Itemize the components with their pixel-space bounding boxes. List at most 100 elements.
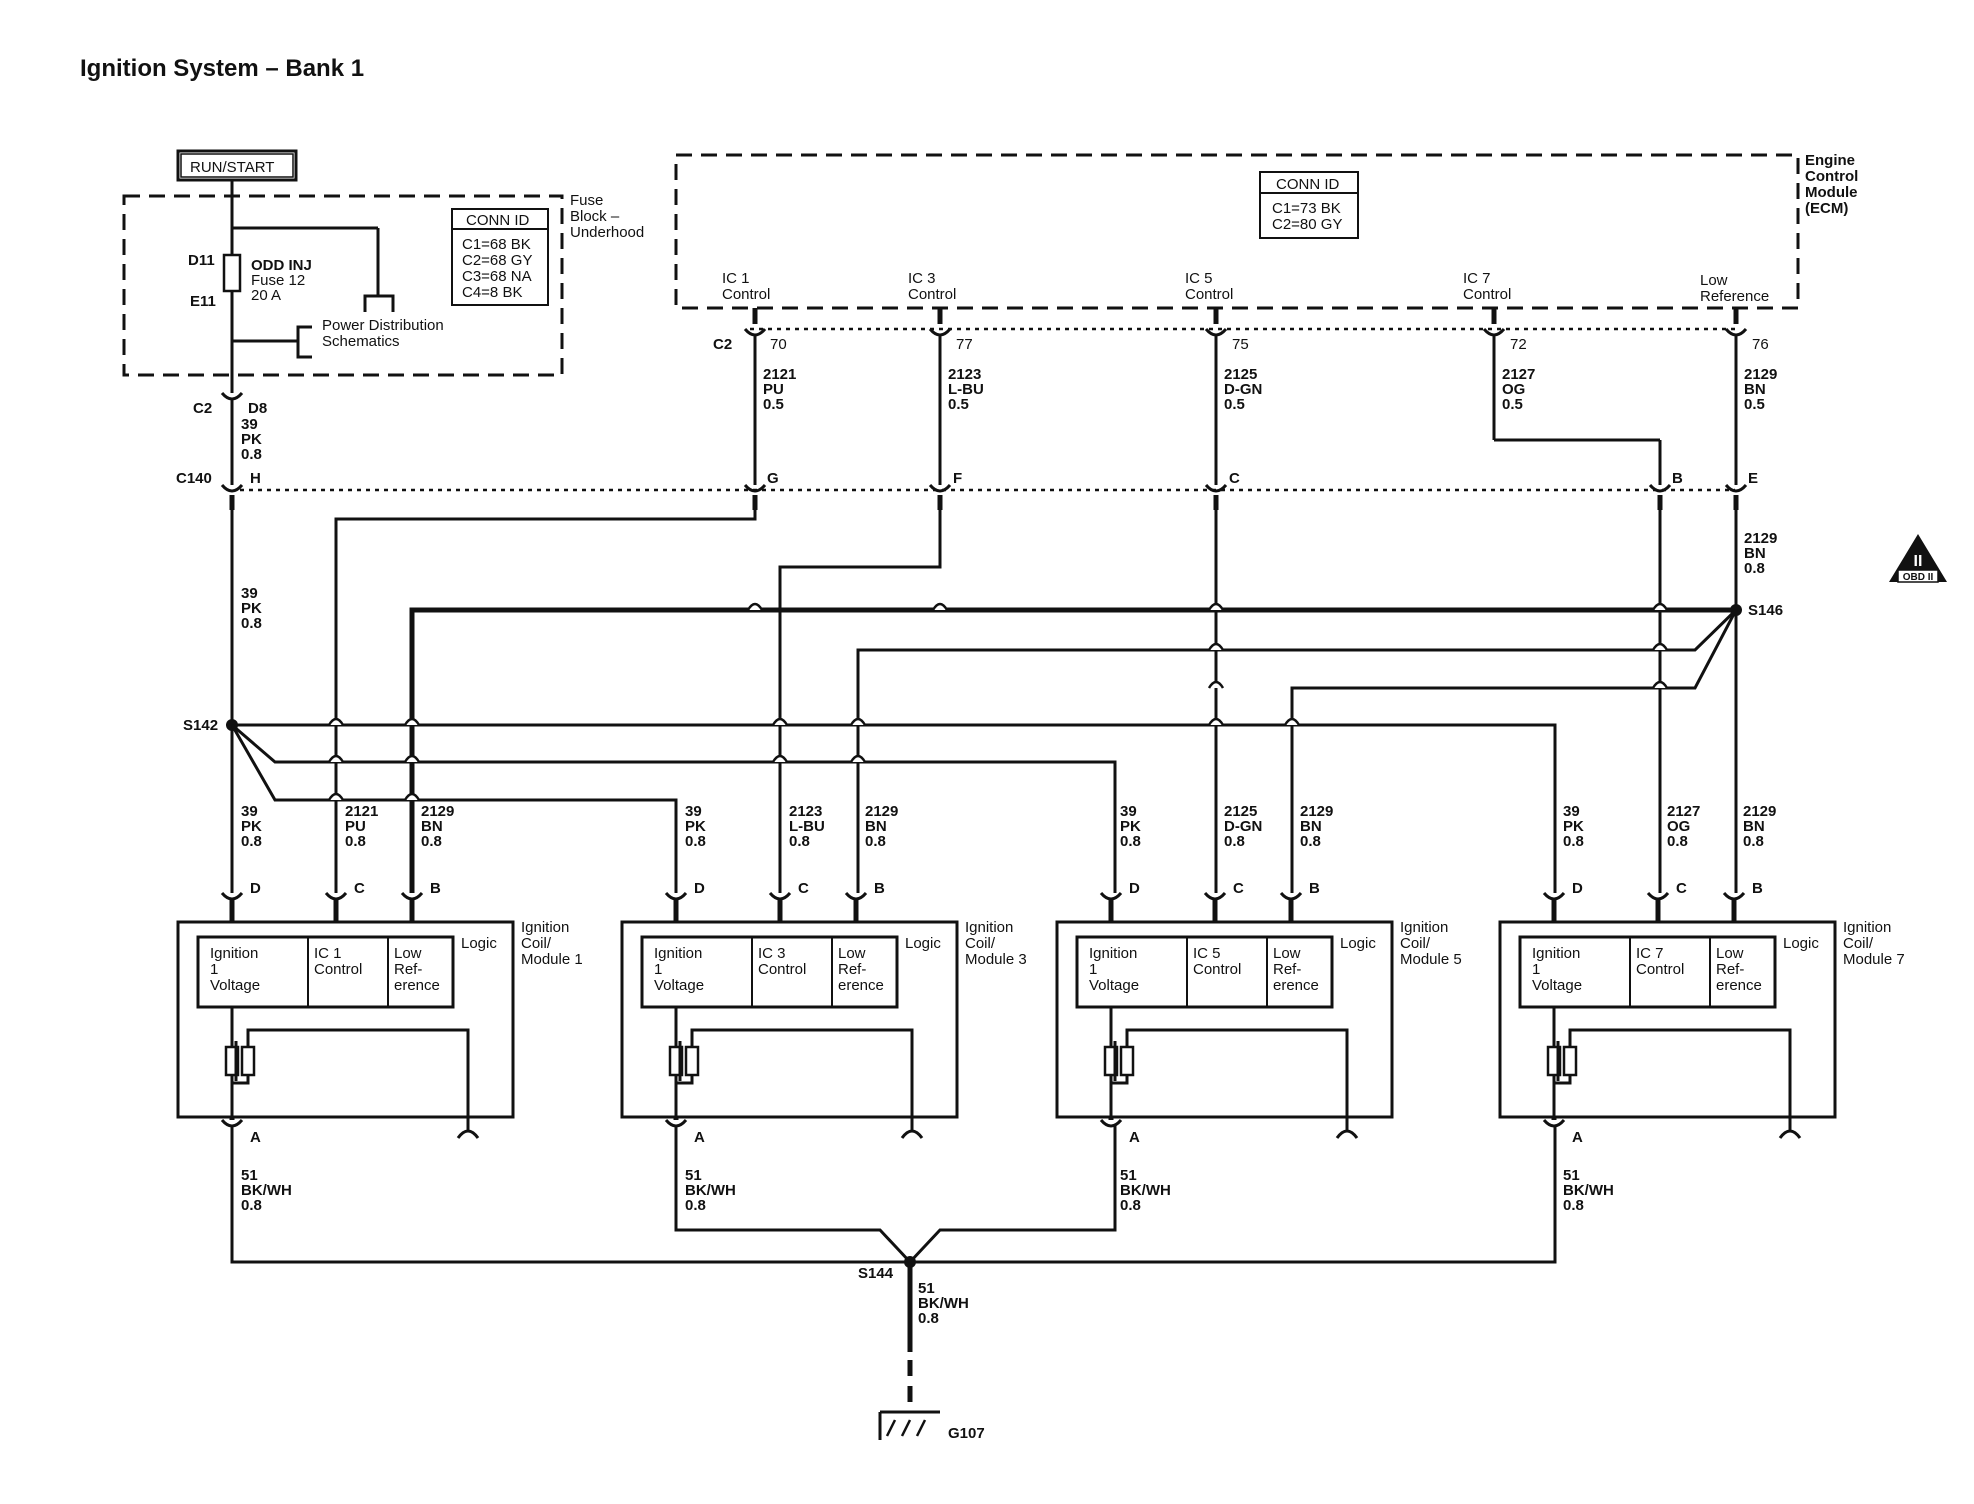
svg-text:C3=68 NA: C3=68 NA <box>462 268 532 285</box>
svg-text:75: 75 <box>1232 336 1249 353</box>
svg-text:Control: Control <box>1805 168 1858 185</box>
svg-text:Module 7: Module 7 <box>1843 951 1905 968</box>
svg-text:Logic: Logic <box>905 935 941 952</box>
svg-text:Control: Control <box>1463 286 1511 303</box>
wire-39-mid-label: 39 PK 0.8 <box>241 585 262 632</box>
svg-text:0.8: 0.8 <box>918 1310 939 1327</box>
svg-text:C: C <box>1229 470 1240 487</box>
svg-text:51: 51 <box>1120 1167 1137 1184</box>
fuse-conn-title: CONN ID <box>466 212 530 229</box>
svg-text:B: B <box>1752 880 1763 897</box>
svg-text:PU: PU <box>345 818 366 835</box>
svg-text:39: 39 <box>685 803 702 820</box>
svg-text:BK/WH: BK/WH <box>1563 1182 1614 1199</box>
svg-text:0.8: 0.8 <box>1563 1197 1584 1214</box>
svg-text:Coil/: Coil/ <box>1400 935 1431 952</box>
ignition-coil-module-7: 39PK0.8D2127OG0.8C2129BN0.8BLogicIgnitio… <box>1498 803 1905 1214</box>
svg-text:Module 1: Module 1 <box>521 951 583 968</box>
svg-text:BK/WH: BK/WH <box>685 1182 736 1199</box>
svg-text:L-BU: L-BU <box>948 381 984 398</box>
fuse-conn-label: C2 <box>193 400 212 417</box>
svg-text:0.8: 0.8 <box>1120 833 1141 850</box>
svg-text:D: D <box>694 880 705 897</box>
obd-ii-icon: II OBD II <box>1889 534 1947 583</box>
svg-text:1: 1 <box>1089 961 1097 978</box>
run-start-label: RUN/START <box>190 159 274 176</box>
svg-text:BN: BN <box>1744 545 1766 562</box>
svg-text:0.8: 0.8 <box>789 833 810 850</box>
fuse-icon <box>222 253 242 293</box>
svg-text:D: D <box>1572 880 1583 897</box>
svg-text:1: 1 <box>654 961 662 978</box>
svg-text:Low: Low <box>394 945 422 962</box>
svg-text:39: 39 <box>1563 803 1580 820</box>
svg-text:0.8: 0.8 <box>241 1197 262 1214</box>
svg-text:BN: BN <box>1743 818 1765 835</box>
svg-text:2123: 2123 <box>789 803 822 820</box>
svg-text:2129: 2129 <box>1743 803 1776 820</box>
svg-text:2127: 2127 <box>1667 803 1700 820</box>
svg-text:IC 3: IC 3 <box>758 945 786 962</box>
svg-text:Control: Control <box>908 286 956 303</box>
svg-text:Control: Control <box>722 286 770 303</box>
svg-text:PK: PK <box>685 818 706 835</box>
svg-text:D-GN: D-GN <box>1224 818 1262 835</box>
svg-text:Low: Low <box>1716 945 1744 962</box>
svg-text:IC 7: IC 7 <box>1463 270 1491 287</box>
svg-text:2121: 2121 <box>345 803 378 820</box>
pds-label: Power Distribution Schematics <box>322 317 444 350</box>
s146-wire-label: 2129 BN 0.8 <box>1744 530 1777 577</box>
svg-text:2125: 2125 <box>1224 366 1257 383</box>
ecm-pin-ic5: IC 5 Control 75 2125 D-GN 0.5 <box>1185 270 1262 485</box>
c140-pin-h: H <box>250 470 261 487</box>
ignition-coil-module-3: 39PK0.8D2123L-BU0.8C2129BN0.8BLogicIgnit… <box>620 803 1027 1214</box>
svg-text:Ignition: Ignition <box>210 945 258 962</box>
fuse-block-label: Fuse Block – Underhood <box>570 192 644 241</box>
fuse-pin-bottom: E11 <box>190 293 216 310</box>
svg-text:C1=68 BK: C1=68 BK <box>462 236 531 253</box>
svg-text:IC 5: IC 5 <box>1185 270 1213 287</box>
svg-text:F: F <box>953 470 962 487</box>
fuse-conn-id: C1=68 BK C2=68 GY C3=68 NA C4=8 BK <box>462 236 532 301</box>
svg-text:2123: 2123 <box>948 366 981 383</box>
s146-label: S146 <box>1748 602 1783 619</box>
svg-text:39: 39 <box>1120 803 1137 820</box>
svg-text:IC 3: IC 3 <box>908 270 936 287</box>
svg-text:2129: 2129 <box>421 803 454 820</box>
svg-text:A: A <box>1129 1129 1140 1146</box>
svg-text:Coil/: Coil/ <box>521 935 552 952</box>
svg-text:Fuse 12: Fuse 12 <box>251 272 305 289</box>
svg-text:0.8: 0.8 <box>421 833 442 850</box>
svg-text:BN: BN <box>1744 381 1766 398</box>
fuse-conn-pin: D8 <box>248 400 267 417</box>
svg-text:0.5: 0.5 <box>1744 396 1765 413</box>
svg-text:Ref-: Ref- <box>1716 961 1744 978</box>
svg-text:0.8: 0.8 <box>1224 833 1245 850</box>
svg-text:C4=8 BK: C4=8 BK <box>462 284 522 301</box>
svg-text:2129: 2129 <box>1744 366 1777 383</box>
svg-text:Ref-: Ref- <box>394 961 422 978</box>
svg-text:0.8: 0.8 <box>1667 833 1688 850</box>
ignition-coil-module-5: 39PK0.8D2125D-GN0.8C2129BN0.8BLogicIgnit… <box>1055 803 1462 1214</box>
ground-label: G107 <box>948 1425 985 1442</box>
svg-text:D: D <box>1129 880 1140 897</box>
svg-text:Ignition: Ignition <box>1400 919 1448 936</box>
svg-text:BK/WH: BK/WH <box>241 1182 292 1199</box>
svg-text:Control: Control <box>1185 286 1233 303</box>
svg-text:Module: Module <box>1805 184 1858 201</box>
svg-text:L-BU: L-BU <box>789 818 825 835</box>
svg-text:BK/WH: BK/WH <box>918 1295 969 1312</box>
svg-text:1: 1 <box>1532 961 1540 978</box>
svg-text:IC 1: IC 1 <box>314 945 342 962</box>
svg-text:Ignition: Ignition <box>1843 919 1891 936</box>
s142-label: S142 <box>183 717 218 734</box>
svg-text:72: 72 <box>1510 336 1527 353</box>
svg-text:Ignition: Ignition <box>965 919 1013 936</box>
svg-text:Control: Control <box>314 961 362 978</box>
svg-text:PK: PK <box>241 818 262 835</box>
svg-text:Coil/: Coil/ <box>965 935 996 952</box>
c140-label: C140 <box>176 470 212 487</box>
svg-text:Ref-: Ref- <box>1273 961 1301 978</box>
wire-39-top-label: 39 PK 0.8 <box>241 416 262 463</box>
